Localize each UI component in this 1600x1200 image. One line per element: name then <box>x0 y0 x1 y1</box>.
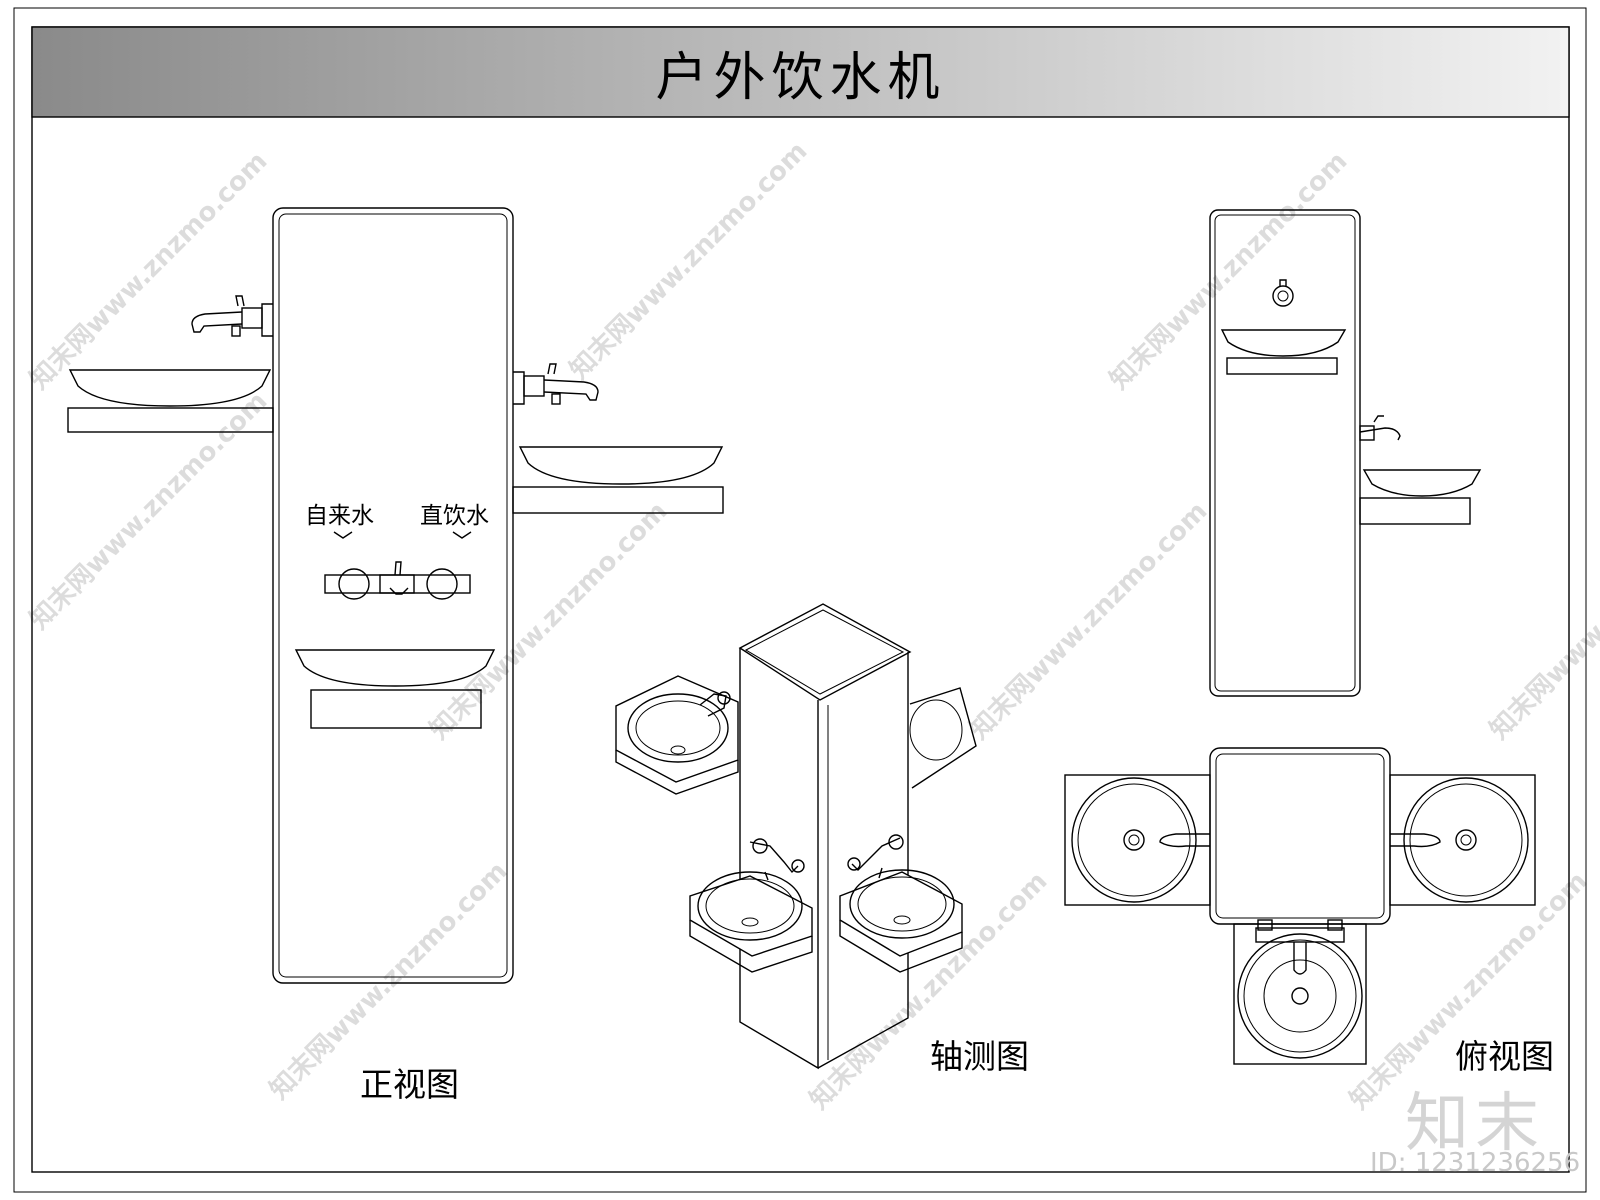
top-view-label: 俯视图 <box>1455 1037 1554 1076</box>
front-view-label: 正视图 <box>360 1065 459 1104</box>
title-bar <box>31 26 1570 118</box>
top-view <box>1064 747 1536 1065</box>
inner-frame <box>31 26 1570 1173</box>
axonometric-view-label: 轴测图 <box>930 1037 1029 1076</box>
side-view <box>1209 209 1482 697</box>
front-view <box>67 207 724 984</box>
image-id: ID: 1231236256 <box>1370 1148 1581 1178</box>
tap-water-label: 自来水 <box>305 503 374 529</box>
axonometric-view <box>615 603 977 1070</box>
direct-drink-label: 直饮水 <box>420 503 489 529</box>
outer-frame <box>13 7 1587 1193</box>
page-title: 户外饮水机 <box>655 47 946 108</box>
logo: 知末 <box>1405 1087 1545 1161</box>
